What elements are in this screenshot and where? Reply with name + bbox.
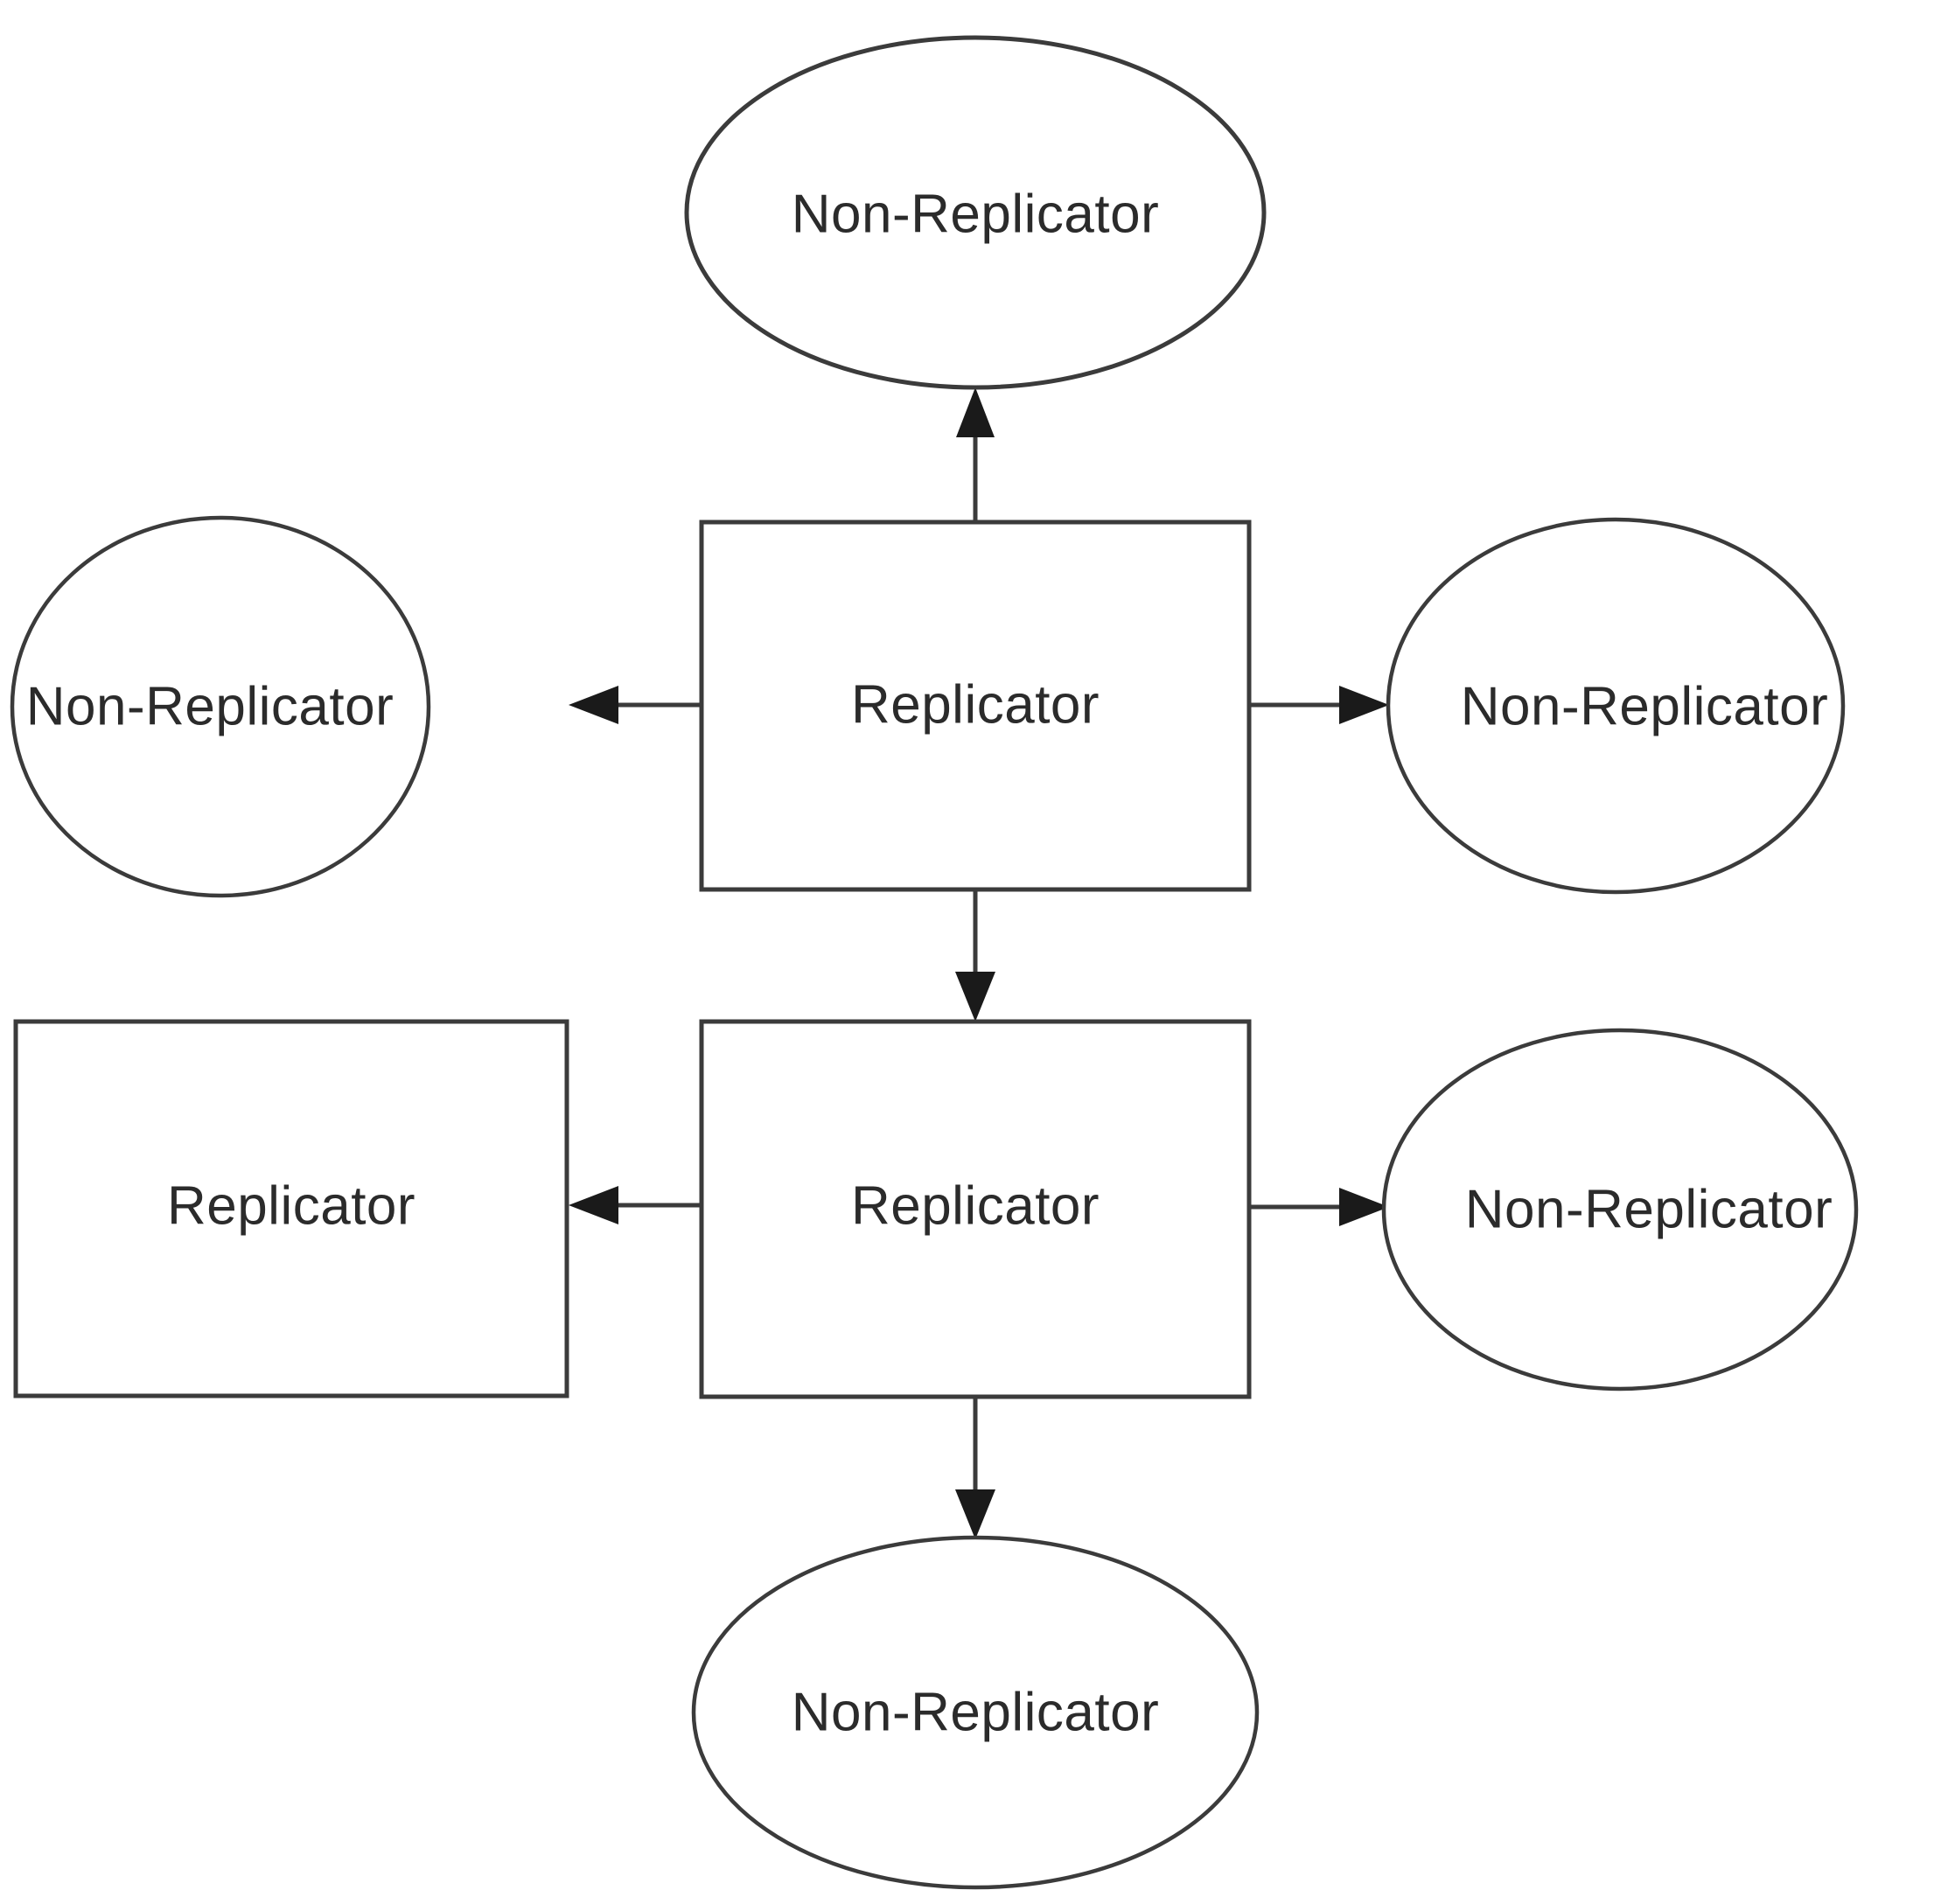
ellipse-shape [1381, 1028, 1859, 1391]
arrowhead-down-to-lower-replicator [955, 972, 995, 1022]
node-replicator-left[interactable]: Replicator [13, 1019, 569, 1398]
rectangle-shape [699, 520, 1252, 892]
arrowhead-right-to-lower-right-ellipse [1339, 1188, 1389, 1226]
edge-lower-to-bottom [955, 1397, 995, 1539]
rectangle-shape [13, 1019, 569, 1398]
node-label: Replicator [167, 1175, 415, 1236]
node-replicator-center[interactable]: Replicator [699, 520, 1252, 892]
arrowhead-left-to-left-replicator [569, 1186, 618, 1224]
edge-center-to-left [569, 686, 702, 724]
arrowhead-up-to-top-ellipse [956, 387, 995, 437]
node-replicator-lower[interactable]: Replicator [699, 1019, 1252, 1399]
node-label: Non-Replicator [792, 1682, 1160, 1742]
arrowhead-left-to-left-ellipse [569, 686, 618, 724]
rectangle-shape [699, 1019, 1252, 1399]
node-label: Non-Replicator [792, 184, 1160, 244]
node-non-replicator-lower-right[interactable]: Non-Replicator [1381, 1028, 1859, 1391]
node-label: Replicator [851, 1175, 1100, 1236]
node-non-replicator-bottom[interactable]: Non-Replicator [691, 1535, 1260, 1890]
node-label: Replicator [851, 674, 1100, 735]
edge-lower-to-right [1249, 1188, 1389, 1226]
edge-center-to-lower [955, 889, 995, 1022]
arrowhead-right-to-right-ellipse [1339, 686, 1389, 724]
edge-center-to-top [956, 387, 995, 522]
node-label: Non-Replicator [26, 676, 394, 736]
ellipse-shape [691, 1535, 1260, 1890]
node-label: Non-Replicator [1461, 676, 1829, 736]
edge-center-to-right [1249, 686, 1389, 724]
node-non-replicator-left[interactable]: Non-Replicator [10, 515, 431, 898]
ellipse-shape [684, 35, 1267, 390]
node-label: Non-Replicator [1465, 1179, 1833, 1239]
ellipse-shape [10, 515, 431, 898]
edge-lower-to-left [569, 1186, 702, 1224]
node-non-replicator-top[interactable]: Non-Replicator [684, 35, 1267, 390]
ellipse-shape [1386, 517, 1846, 895]
node-non-replicator-right[interactable]: Non-Replicator [1386, 517, 1846, 895]
arrowhead-down-to-bottom-ellipse [955, 1489, 995, 1539]
